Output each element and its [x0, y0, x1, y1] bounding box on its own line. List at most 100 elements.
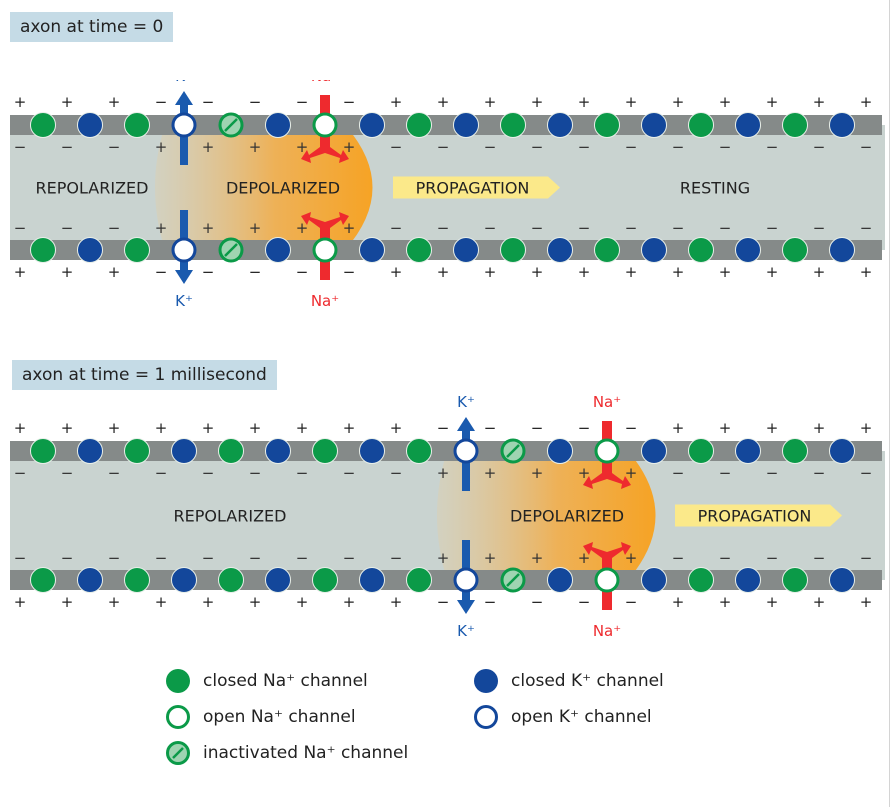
- propagation-arrow: [675, 504, 842, 527]
- charge-outside-bottom: −: [155, 263, 168, 281]
- channel-body: [782, 567, 808, 593]
- closed-na-channel-icon: [166, 669, 190, 693]
- charge-inside-top: −: [719, 138, 732, 156]
- charge-inside-top: −: [14, 464, 27, 482]
- closed-k-channel-icon: [829, 567, 855, 593]
- channel-body: [453, 237, 479, 263]
- charge-outside-top: −: [578, 419, 591, 437]
- charge-outside-bottom: +: [766, 593, 779, 611]
- closed-na-channel-icon: [312, 438, 338, 464]
- open-k-channel-icon: [171, 112, 197, 138]
- closed-k-channel-icon: [735, 112, 761, 138]
- charge-inside-bottom: −: [390, 549, 403, 567]
- charge-inside-bottom: −: [719, 549, 732, 567]
- charge-inside-top: −: [14, 138, 27, 156]
- charge-inside-top: −: [766, 464, 779, 482]
- closed-na-channel-icon: [406, 237, 432, 263]
- channel-body: [265, 567, 291, 593]
- closed-na-channel-icon: [782, 438, 808, 464]
- charge-inside-bottom: +: [531, 549, 544, 567]
- channel-body: [829, 438, 855, 464]
- closed-na-channel-icon: [688, 438, 714, 464]
- na-spread-arrow-bottom: [301, 212, 349, 228]
- closed-k-channel-icon: [359, 567, 385, 593]
- closed-k-channel-icon: [735, 567, 761, 593]
- charge-outside-bottom: −: [531, 593, 544, 611]
- charge-outside-bottom: +: [296, 593, 309, 611]
- charge-inside-bottom: −: [766, 219, 779, 237]
- charge-inside-bottom: −: [202, 549, 215, 567]
- charge-outside-bottom: +: [390, 593, 403, 611]
- charge-outside-bottom: −: [249, 263, 262, 281]
- charge-outside-bottom: +: [343, 593, 356, 611]
- charge-outside-top: +: [390, 93, 403, 111]
- closed-k-channel-icon: [265, 112, 291, 138]
- closed-na-channel-icon: [30, 237, 56, 263]
- closed-k-channel-icon: [547, 112, 573, 138]
- inactivation-slash: [506, 573, 520, 587]
- charge-outside-top: +: [14, 93, 27, 111]
- charge-outside-bottom: −: [437, 593, 450, 611]
- charge-inside-bottom: −: [437, 219, 450, 237]
- region-label-resting: RESTING: [680, 179, 750, 198]
- charge-inside-top: +: [155, 138, 168, 156]
- k-efflux-arrowhead-top: [457, 417, 475, 431]
- closed-k-channel-icon: [453, 237, 479, 263]
- closed-k-channel-icon: [547, 567, 573, 593]
- charge-outside-bottom: +: [719, 593, 732, 611]
- charge-inside-bottom: −: [249, 549, 262, 567]
- legend-item-closed-na: closed Na⁺ channel: [165, 668, 368, 694]
- charge-outside-top: +: [61, 93, 74, 111]
- charge-outside-bottom: +: [437, 263, 450, 281]
- charge-outside-top: −: [249, 93, 262, 111]
- charge-inside-bottom: −: [61, 549, 74, 567]
- closed-na-channel-icon: [218, 438, 244, 464]
- charge-outside-bottom: +: [672, 593, 685, 611]
- charge-outside-top: +: [296, 419, 309, 437]
- channel-body: [30, 438, 56, 464]
- channel-body: [688, 438, 714, 464]
- legend-label: closed K⁺ channel: [511, 671, 664, 691]
- channel-body: [77, 112, 103, 138]
- channel-body: [171, 237, 197, 263]
- charge-outside-bottom: −: [343, 263, 356, 281]
- channel-body: [265, 112, 291, 138]
- closed-na-channel-icon: [30, 112, 56, 138]
- channel-body: [359, 112, 385, 138]
- charge-inside-bottom: −: [296, 549, 309, 567]
- closed-na-channel-icon: [312, 567, 338, 593]
- channel-body: [124, 112, 150, 138]
- closed-na-channel-icon: [594, 112, 620, 138]
- charge-inside-top: −: [625, 138, 638, 156]
- inactivation-slash: [224, 243, 238, 257]
- closed-k-channel-icon: [453, 112, 479, 138]
- k-efflux-arrowhead-bottom: [175, 270, 193, 284]
- charge-outside-bottom: −: [296, 263, 309, 281]
- charge-outside-bottom: +: [61, 593, 74, 611]
- charge-outside-bottom: +: [813, 593, 826, 611]
- charge-inside-top: −: [108, 138, 121, 156]
- legend-label: open Na⁺ channel: [203, 707, 356, 727]
- charge-outside-top: −: [343, 93, 356, 111]
- charge-inside-top: +: [437, 464, 450, 482]
- legend-item-closed-k: closed K⁺ channel: [473, 668, 664, 694]
- closed-k-channel-icon: [641, 237, 667, 263]
- closed-k-channel-icon: [829, 112, 855, 138]
- charge-outside-top: +: [860, 419, 873, 437]
- charge-inside-bottom: +: [249, 219, 262, 237]
- channel-body: [735, 438, 761, 464]
- charge-outside-bottom: +: [155, 593, 168, 611]
- region-label-repolarized: REPOLARIZED: [174, 507, 287, 526]
- closed-k-channel-icon: [171, 567, 197, 593]
- na-ion-label-top: Na⁺: [593, 393, 621, 411]
- charge-outside-top: −: [437, 419, 450, 437]
- charge-inside-bottom: +: [437, 549, 450, 567]
- charge-outside-top: +: [813, 93, 826, 111]
- channel-body: [171, 112, 197, 138]
- channel-body: [641, 567, 667, 593]
- charge-inside-bottom: −: [719, 219, 732, 237]
- closed-k-channel-icon: [641, 438, 667, 464]
- inactivated-na-channel-icon: [500, 438, 526, 464]
- inactivation-slash: [506, 444, 520, 458]
- closed-na-channel-icon: [124, 237, 150, 263]
